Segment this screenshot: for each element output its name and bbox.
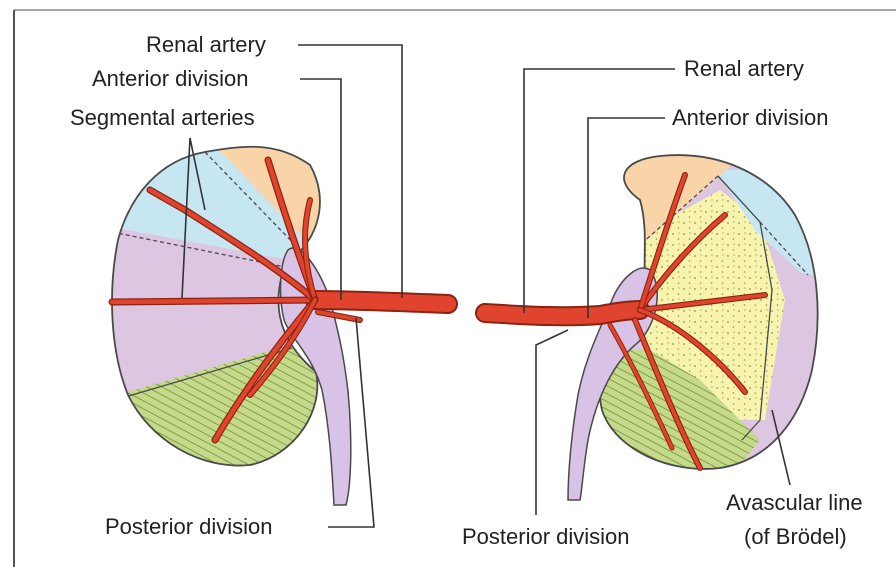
- label-left-segmental-arteries: Segmental arteries: [70, 105, 255, 131]
- left-kidney: [100, 130, 448, 505]
- label-right-posterior-division: Posterior division: [462, 524, 630, 550]
- label-left-renal-artery: Renal artery: [146, 32, 266, 58]
- label-left-posterior-division: Posterior division: [105, 514, 273, 540]
- leader-right-posterior-division: [536, 330, 568, 515]
- label-right-anterior-division: Anterior division: [672, 105, 829, 131]
- label-right-renal-artery: Renal artery: [684, 56, 804, 82]
- label-right-avascular-line: Avascular line: [726, 490, 863, 516]
- label-left-anterior-division: Anterior division: [92, 66, 249, 92]
- label-right-avascular-line-sub: (of Brödel): [744, 524, 847, 550]
